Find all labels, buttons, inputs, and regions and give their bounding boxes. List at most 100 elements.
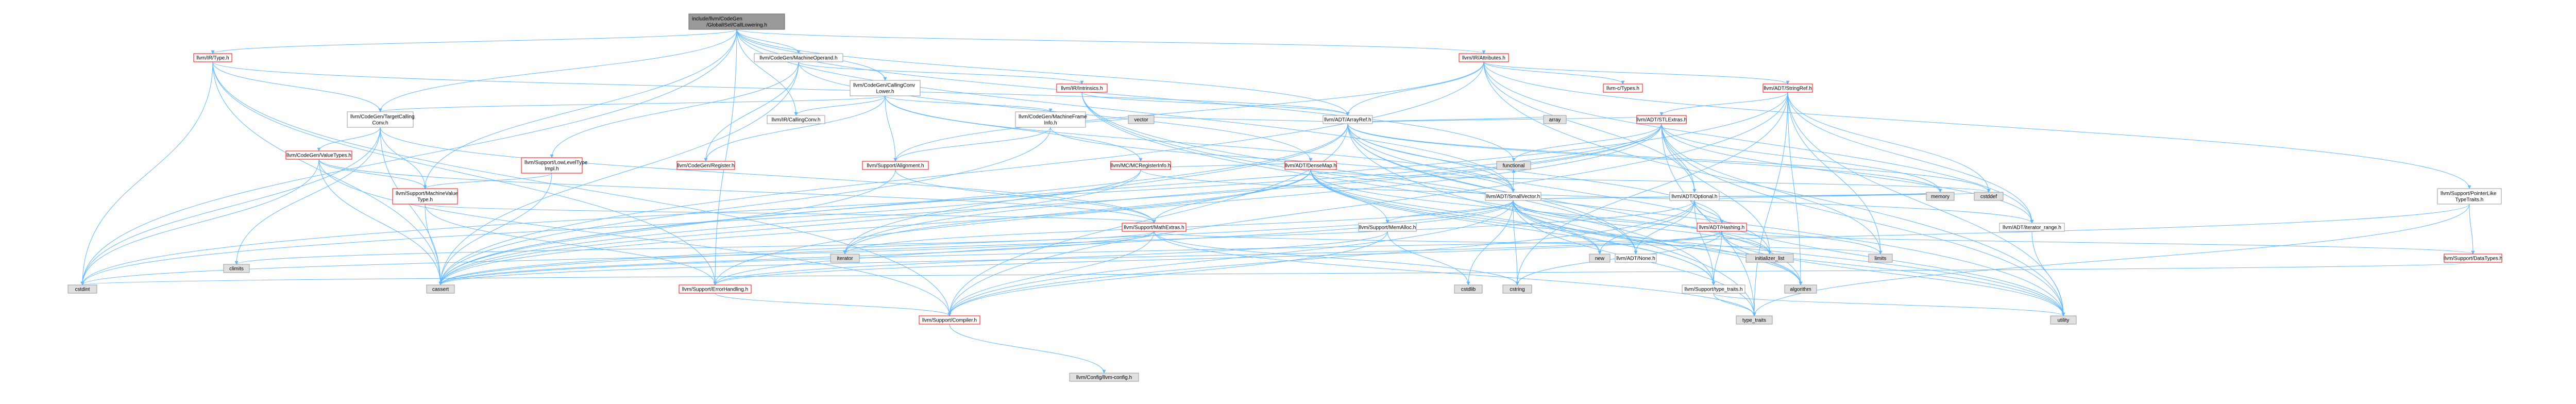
node-label: llvm/Support/ErrorHandling.h <box>682 287 748 293</box>
node-ir-attributes[interactable]: llvm/IR/Attributes.h <box>1459 53 1509 62</box>
edge-adt_smallvector-to-std_cassert <box>438 200 1514 285</box>
node-label: llvm/Support/MathExtras.h <box>1124 225 1184 231</box>
edge-support_machinevaluetype-to-std_cassert <box>425 204 443 285</box>
node-support-alignment[interactable]: llvm/Support/Alignment.h <box>862 161 929 170</box>
node-label: array <box>1549 117 1561 123</box>
edge-cg_valuetypes-to-std_cassert <box>318 159 443 285</box>
node-box <box>767 115 825 124</box>
edge-support_mathextras-to-std_limits <box>1154 231 1883 255</box>
node-box <box>1926 192 1955 201</box>
node-adt-densemap[interactable]: llvm/ADT/DenseMap.h <box>1284 161 1337 170</box>
node-adt-hashing[interactable]: llvm/ADT/Hashing.h <box>1697 223 1747 232</box>
edge-support_type_traits-to-std_utility <box>1713 293 2065 316</box>
node-label: llvm/Support/PointerLike <box>2441 191 2497 197</box>
node-adt-none[interactable]: llvm/ADT/None.h <box>1615 254 1657 263</box>
node-box <box>1454 284 1483 294</box>
edge-support_memalloc-to-std_cstdlib <box>1387 231 1470 285</box>
node-std-cstdint: cstdint <box>67 284 97 294</box>
edge-support_alignment-to-std_cassert <box>438 169 896 285</box>
node-box <box>850 80 921 96</box>
node-support-errorhandling[interactable]: llvm/Support/ErrorHandling.h <box>679 284 752 294</box>
edge-adt_arrayref-to-std_iterator <box>843 123 1348 255</box>
node-box <box>1056 83 1108 93</box>
edge-adt_hashing-to-support_datatypes <box>1721 231 2475 255</box>
node-label: Impl.h <box>545 166 558 172</box>
edge-ir_attributes-to-adt_iterator_range <box>1483 61 2034 224</box>
node-box <box>1069 373 1139 382</box>
edge-adt_densemap-to-std_new <box>1310 169 1602 255</box>
edge-ir_intrinsics-to-support_type_traits <box>1081 92 1716 285</box>
edge-cg_callingconvlower-to-support_alignment <box>885 95 897 162</box>
node-box <box>392 188 458 205</box>
node-label: type_traits <box>1742 318 1766 324</box>
node-cg-register[interactable]: llvm/CodeGen/Register.h <box>676 161 735 170</box>
edge-support_pointerlike-to-support_datatypes <box>2469 204 2475 255</box>
edge-ir_attributes-to-std_cassert <box>438 61 1484 285</box>
node-adt-smallvector[interactable]: llvm/ADT/SmallVector.h <box>1485 192 1541 201</box>
node-support-compiler[interactable]: llvm/Support/Compiler.h <box>919 315 980 325</box>
edge-adt_smallvector-to-support_compiler <box>947 200 1514 316</box>
node-support-type-traits[interactable]: llvm/Support/type_traits.h <box>1682 284 1745 294</box>
node-support-mathextras[interactable]: llvm/Support/MathExtras.h <box>1122 223 1187 232</box>
node-ir-callingconv[interactable]: llvm/IR/CallingConv.h <box>767 115 825 124</box>
edge-support_mathextras-to-std_cstdint <box>80 231 1155 285</box>
edge-root-to-support_machinevaluetype <box>423 29 737 189</box>
node-ir-intrinsics[interactable]: llvm/IR/Intrinsics.h <box>1056 83 1108 93</box>
node-box <box>426 284 455 294</box>
node-adt-optional[interactable]: llvm/ADT/Optional.h <box>1669 192 1720 201</box>
node-label: Info.h <box>1044 121 1057 126</box>
node-std-cstddef: cstddef <box>1974 192 2004 201</box>
node-mc-registerinfo[interactable]: llvm/MC/MCRegisterInfo.h <box>1110 161 1171 170</box>
edge-adt_stringref-to-std_cassert <box>438 92 1788 285</box>
node-label: llvm/IR/Type.h <box>196 56 229 61</box>
node-std-vector: vector <box>1128 115 1155 124</box>
node-support-datatypes[interactable]: llvm/Support/DataTypes.h <box>2444 254 2503 263</box>
node-label: llvm/CodeGen/MachineFrame <box>1019 114 1087 120</box>
node-box <box>688 13 785 30</box>
node-label: llvm/ADT/StringRef.h <box>1764 86 1811 92</box>
node-adt-arrayref[interactable]: llvm/ADT/ArrayRef.h <box>1323 115 1373 124</box>
node-support-memalloc[interactable]: llvm/Support/MemAlloc.h <box>1358 223 1417 232</box>
node-label: llvm/IR/Intrinsics.h <box>1061 86 1103 92</box>
node-box <box>1358 223 1417 232</box>
node-std-iterator: iterator <box>830 254 860 263</box>
node-cg-valuetypes[interactable]: llvm/CodeGen/ValueTypes.h <box>285 150 352 160</box>
node-box <box>193 53 232 62</box>
edge-adt_stringref-to-std_type_traits <box>1752 92 1788 316</box>
node-adt-stlextras[interactable]: llvm/ADT/STLExtras.h <box>1636 115 1687 124</box>
node-label: new <box>1595 256 1605 262</box>
node-box <box>1736 315 1773 325</box>
edge-ir_attributes-to-ir_ctypes <box>1483 61 1625 85</box>
edge-adt_arrayref-to-std_algorithm <box>1347 123 1803 285</box>
edge-cg_targetcallingconv-to-support_machinevaluetype <box>380 127 427 189</box>
node-adt-stringref[interactable]: llvm/ADT/StringRef.h <box>1762 83 1813 93</box>
node-label: Lower.h <box>876 89 894 95</box>
node-label: llvm/Support/type_traits.h <box>1685 287 1743 293</box>
node-label: cassert <box>432 287 449 293</box>
node-box <box>347 111 414 128</box>
node-ir-ctypes[interactable]: llvm-c/Types.h <box>1603 83 1643 93</box>
node-label: llvm/ADT/DenseMap.h <box>1285 163 1336 169</box>
node-adt-iterator-range[interactable]: llvm/ADT/iterator_range.h <box>1999 223 2065 232</box>
edge-adt_stringref-to-std_algorithm <box>1787 92 1803 285</box>
node-label: limits <box>1875 256 1887 262</box>
node-box <box>754 53 843 62</box>
node-std-cstring: cstring <box>1502 284 1532 294</box>
node-root: include/llvm/CodeGen/GlobalISel/CallLowe… <box>688 13 785 30</box>
node-box <box>830 254 860 263</box>
node-label: llvm/ADT/Optional.h <box>1672 194 1718 200</box>
edge-root-to-adt_arrayref <box>736 29 1350 116</box>
node-ir-type[interactable]: llvm/IR/Type.h <box>193 53 232 62</box>
node-label: llvm/MC/MCRegisterInfo.h <box>1111 163 1171 169</box>
edge-cg_callingconvlower-to-cg_targetcallingconv <box>378 95 886 112</box>
node-box <box>1485 192 1541 201</box>
node-cg-machineoperand[interactable]: llvm/CodeGen/MachineOperand.h <box>754 53 843 62</box>
node-box <box>1999 223 2065 232</box>
node-config-llvm: llvm/Config/llvm-config.h <box>1069 373 1139 382</box>
